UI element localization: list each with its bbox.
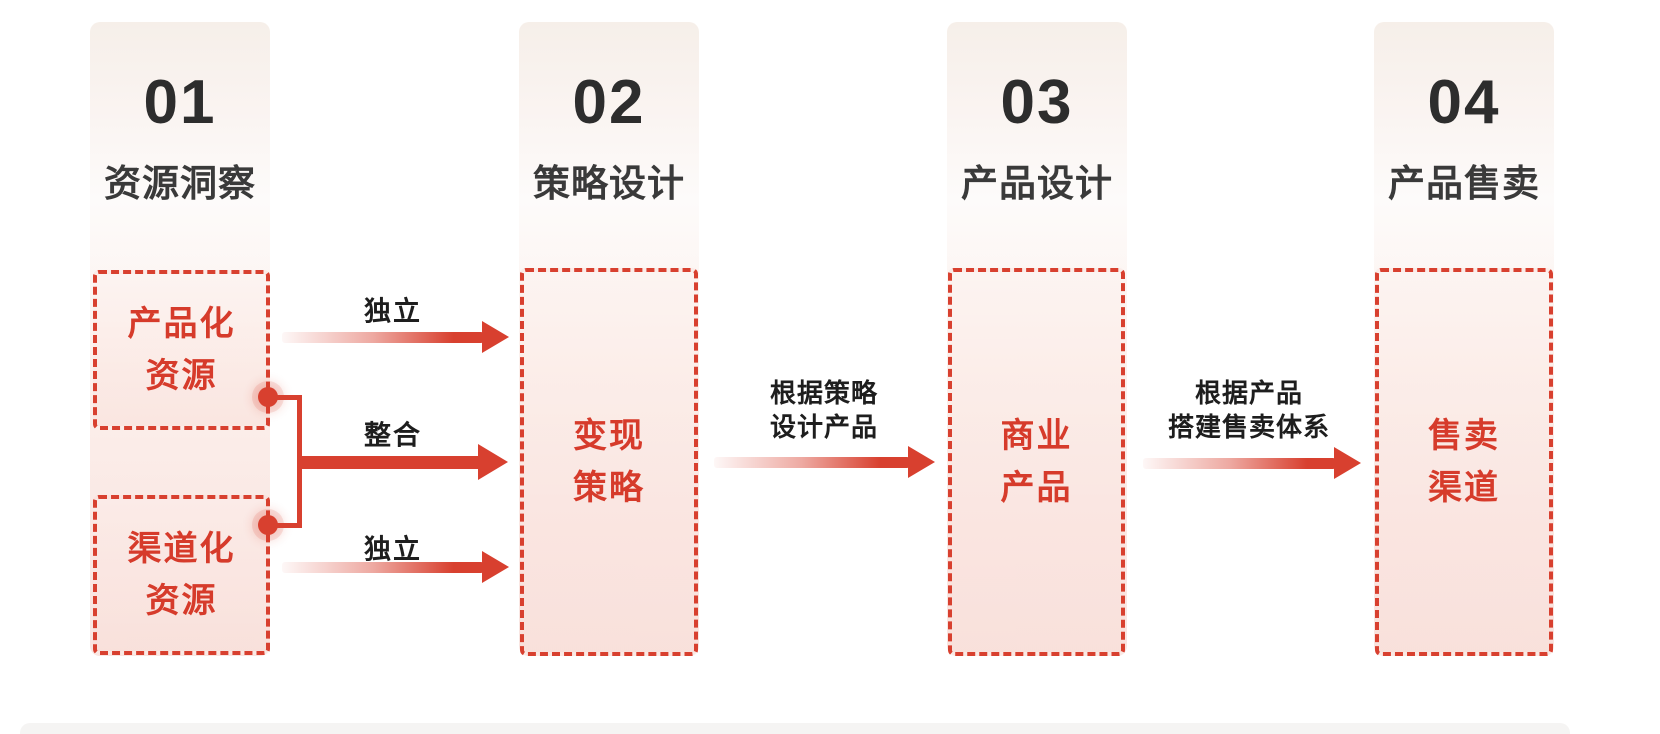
arrow-merge-shaft (302, 456, 480, 469)
step-title-4: 产品售卖 (1388, 163, 1540, 204)
arrow-label-line: 根据策略 (769, 378, 879, 408)
node-monetization-strategy: 变现 策略 (520, 268, 698, 656)
node-productized-resource: 产品化 资源 (93, 270, 270, 430)
column-banner-4 (1374, 22, 1554, 656)
arrow-independent-bottom-head-icon (482, 551, 509, 583)
arrow-label-product-to-channel: 根据产品 搭建售卖体系 (1168, 376, 1330, 444)
arrow-label-independent-top: 独立 (364, 296, 422, 327)
arrow-independent-bottom-shaft (282, 562, 484, 573)
arrow-label-line: 搭建售卖体系 (1167, 412, 1331, 442)
arrow-product-to-channel-head-icon (1334, 447, 1361, 479)
arrow-label-independent-bottom: 独立 (364, 534, 422, 565)
arrow-strategy-to-product-head-icon (908, 446, 935, 478)
node-label-line: 产品化 (127, 305, 236, 343)
node-label-line: 渠道化 (127, 530, 236, 568)
merge-bracket-stub-top (266, 395, 302, 400)
node-label-line: 商业 (1000, 417, 1073, 455)
node-label-line: 产品 (1000, 469, 1073, 507)
column-banner-1 (90, 22, 270, 656)
bottom-card-edge (20, 723, 1570, 734)
arrow-label-strategy-to-product: 根据策略 设计产品 (770, 376, 878, 444)
arrow-merge-head-icon (478, 444, 508, 480)
node-channelized-resource: 渠道化 资源 (93, 495, 270, 655)
arrow-label-line: 根据产品 (1194, 378, 1304, 408)
node-label-line: 变现 (573, 417, 645, 455)
node-sales-channel: 售卖 渠道 (1375, 268, 1553, 656)
step-number-3: 03 (1000, 68, 1074, 137)
merge-bracket-vertical (297, 395, 302, 528)
node-label-line: 资源 (145, 582, 218, 620)
node-commercial-product: 商业 产品 (948, 268, 1125, 656)
step-title-1: 资源洞察 (104, 163, 256, 204)
node-label-line: 资源 (145, 357, 218, 395)
step-number-1: 01 (143, 68, 217, 137)
step-title-3: 产品设计 (961, 163, 1113, 204)
column-banner-2 (519, 22, 699, 656)
step-number-4: 04 (1427, 68, 1501, 137)
arrow-label-line: 设计产品 (769, 412, 879, 442)
arrow-strategy-to-product-shaft (714, 457, 910, 468)
arrow-label-merge: 整合 (364, 420, 422, 451)
arrow-independent-top-shaft (282, 332, 484, 343)
arrow-independent-top-head-icon (482, 321, 509, 353)
node-label-line: 售卖 (1428, 417, 1500, 455)
node-label-line: 策略 (573, 469, 645, 507)
node-label-line: 渠道 (1428, 469, 1500, 507)
column-banner-3 (947, 22, 1127, 656)
step-title-2: 策略设计 (533, 163, 685, 204)
step-number-2: 02 (572, 68, 646, 137)
arrow-product-to-channel-shaft (1143, 458, 1336, 469)
merge-bracket-stub-bottom (266, 523, 302, 528)
